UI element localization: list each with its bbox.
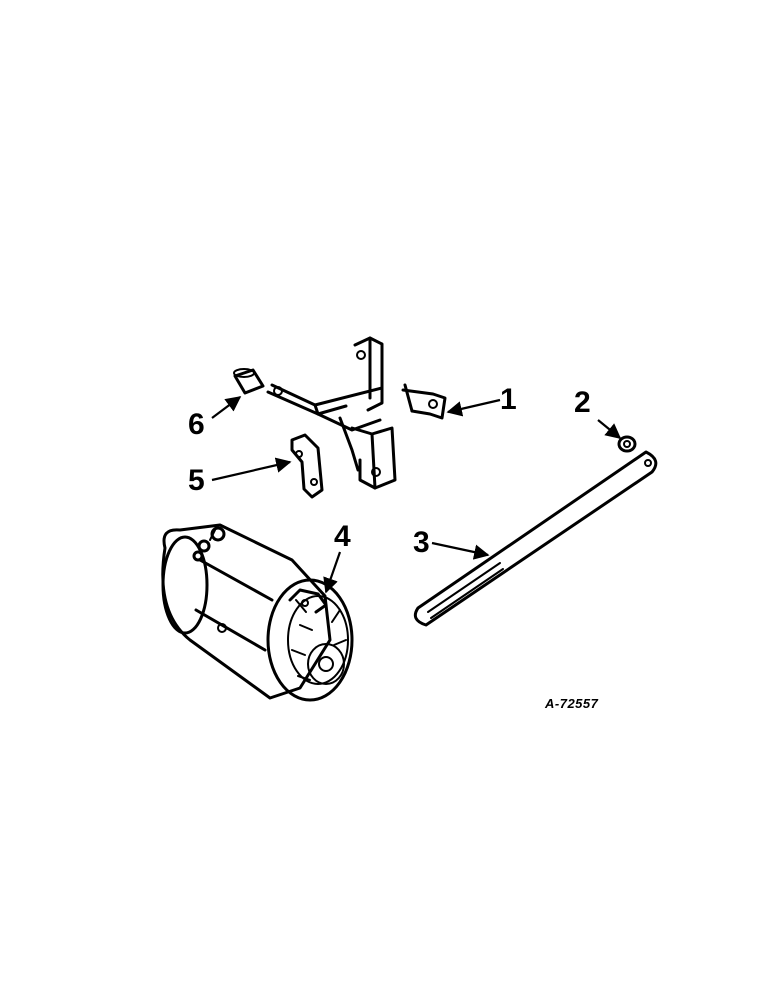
leader-2: [597, 419, 622, 439]
small-bracket: [290, 433, 324, 499]
leader-4: [323, 551, 342, 594]
nut: [617, 435, 637, 453]
drawing-number: A-72557: [545, 696, 599, 711]
callout-1: 1: [500, 383, 517, 416]
callout-6: 6: [188, 408, 205, 441]
spacer: [233, 368, 265, 395]
callout-4: 4: [334, 520, 351, 553]
adjusting-strap: [413, 450, 658, 627]
mounting-bracket: [266, 336, 447, 490]
leader-1: [446, 398, 501, 417]
leader-5: [211, 457, 292, 482]
callout-3: 3: [413, 526, 430, 559]
leader-6: [211, 396, 242, 419]
callout-2: 2: [574, 386, 591, 419]
callout-5: 5: [188, 464, 205, 497]
generator: [161, 523, 354, 702]
leader-3: [431, 541, 490, 560]
